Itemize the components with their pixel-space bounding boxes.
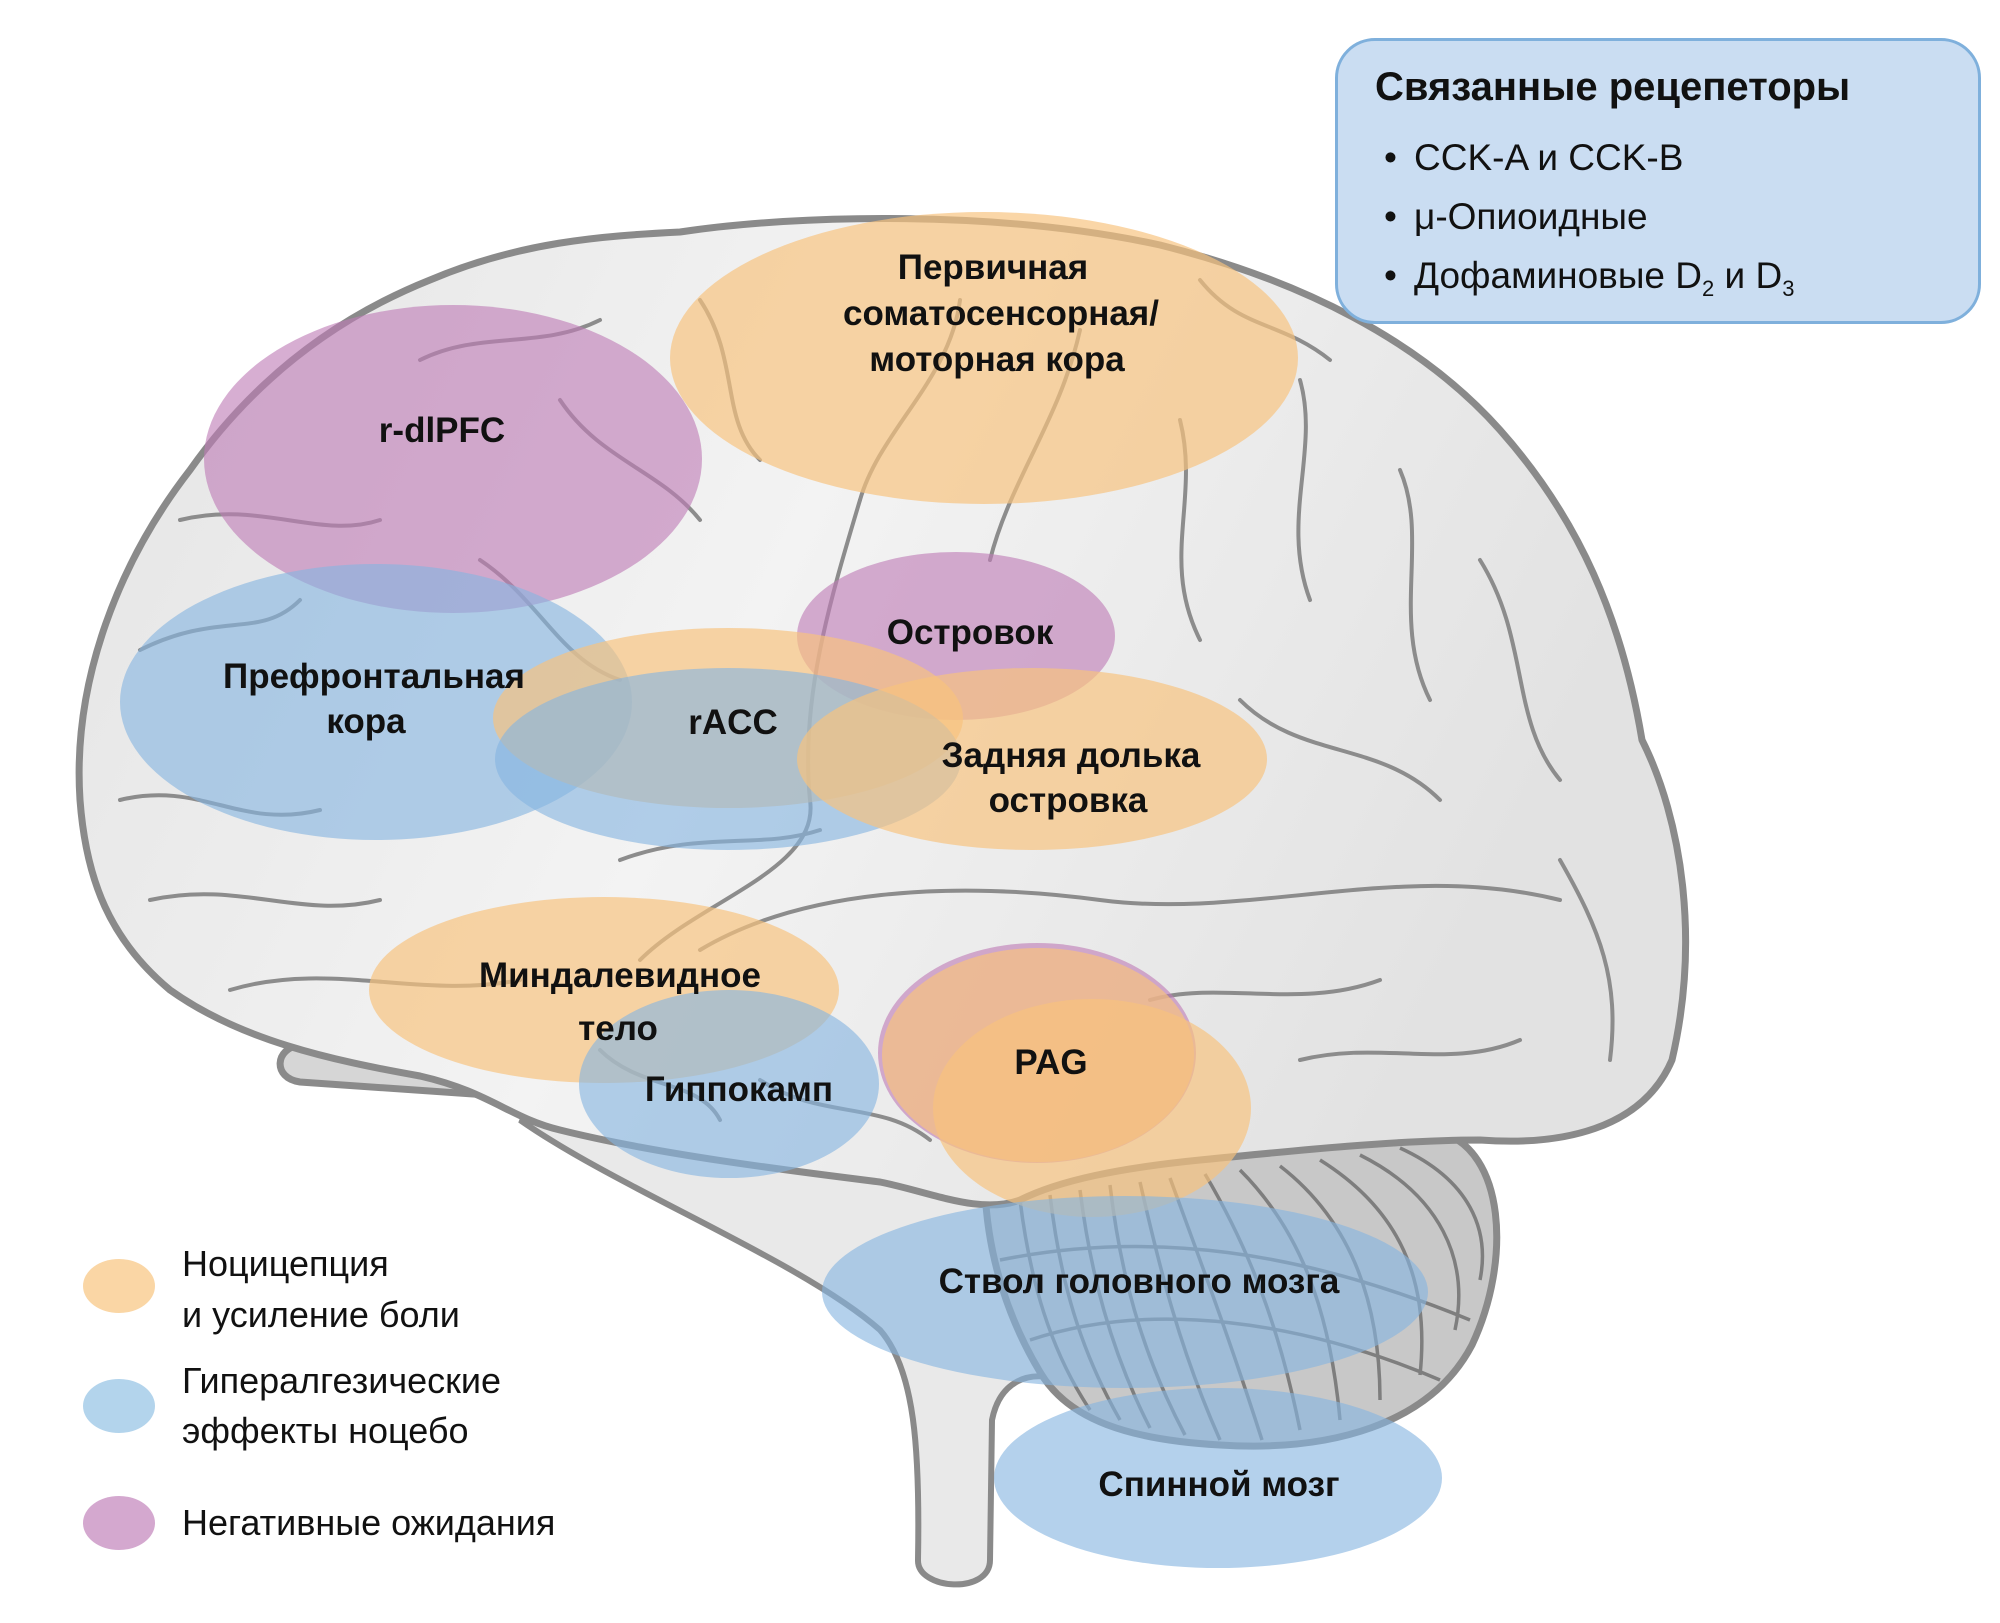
label-somatosensory-1: Первичная — [898, 248, 1088, 287]
label-insula: Островок — [887, 613, 1054, 652]
legend-label-expectations: Негативные ожидания — [182, 1502, 555, 1543]
receptor-item-dopamine: • Дофаминовые D2 и D3 — [1384, 255, 1794, 302]
label-somatosensory-3: моторная кора — [869, 340, 1125, 379]
region-hippocampus[interactable] — [579, 990, 879, 1178]
region-brainstem[interactable] — [822, 1196, 1428, 1388]
receptor-subscript: 2 — [1702, 276, 1715, 301]
region-spinal-cord[interactable] — [994, 1388, 1442, 1568]
region-rdlpfc[interactable] — [204, 305, 702, 613]
legend-label-nociception-1: Ноцицепция — [182, 1243, 389, 1284]
label-spinal-cord: Спинной мозг — [1098, 1465, 1339, 1504]
receptors-box: Связанные рецепеторы • CCK-A и CCK-B • μ-О… — [1335, 38, 1981, 324]
receptor-item-cck: • CCK-A и CCK-B — [1384, 137, 1683, 179]
bullet-icon: • — [1384, 255, 1397, 296]
receptor-text: CCK-A и CCK-B — [1414, 137, 1684, 178]
legend-label-nocebo-1: Гипералгезические — [182, 1360, 501, 1401]
legend-swatch-nocebo — [83, 1379, 155, 1433]
legend-swatch-expectations — [83, 1496, 155, 1550]
receptor-text: Дофаминовые D — [1414, 255, 1703, 296]
receptor-text: и D — [1714, 255, 1783, 296]
label-posterior-insula-1: Задняя долька — [942, 736, 1201, 775]
region-posterior-insula[interactable] — [797, 668, 1267, 850]
label-brainstem: Ствол головного мозга — [939, 1262, 1340, 1301]
legend-label-nociception-2: и усиление боли — [182, 1294, 460, 1335]
regions — [120, 212, 1442, 1568]
label-racc: rACC — [688, 703, 777, 742]
label-prefrontal-2: кора — [326, 702, 406, 741]
bullet-icon: • — [1384, 196, 1397, 237]
bullet-icon: • — [1384, 137, 1397, 178]
region-pag-nociception-b[interactable] — [933, 999, 1251, 1217]
label-hippocampus: Гиппокамп — [645, 1070, 833, 1109]
label-somatosensory-2: соматосенсорная/ — [843, 294, 1159, 333]
label-posterior-insula-2: островка — [989, 781, 1148, 820]
region-labels: Первичная соматосенсорная/ моторная кора… — [223, 248, 1340, 1504]
label-rdlpfc: r-dlPFC — [379, 411, 505, 450]
label-amygdala-1: Миндалевидное — [479, 956, 761, 995]
receptor-subscript: 3 — [1782, 276, 1795, 301]
receptor-item-mu-opioid: • μ-Опиоидные — [1384, 196, 1648, 238]
legend-swatch-nociception — [83, 1259, 155, 1313]
receptor-text: μ-Опиоидные — [1414, 196, 1648, 237]
legend-label-nocebo-2: эффекты ноцебо — [182, 1410, 469, 1451]
label-pag: PAG — [1014, 1043, 1087, 1082]
region-somatosensory[interactable] — [670, 212, 1298, 504]
label-amygdala-2: тело — [578, 1009, 658, 1048]
legend: Ноцицепция и усиление боли Гипералгезиче… — [83, 1243, 555, 1550]
label-prefrontal-1: Префронтальная — [223, 657, 525, 696]
receptors-title: Связанные рецепеторы — [1375, 65, 1851, 109]
